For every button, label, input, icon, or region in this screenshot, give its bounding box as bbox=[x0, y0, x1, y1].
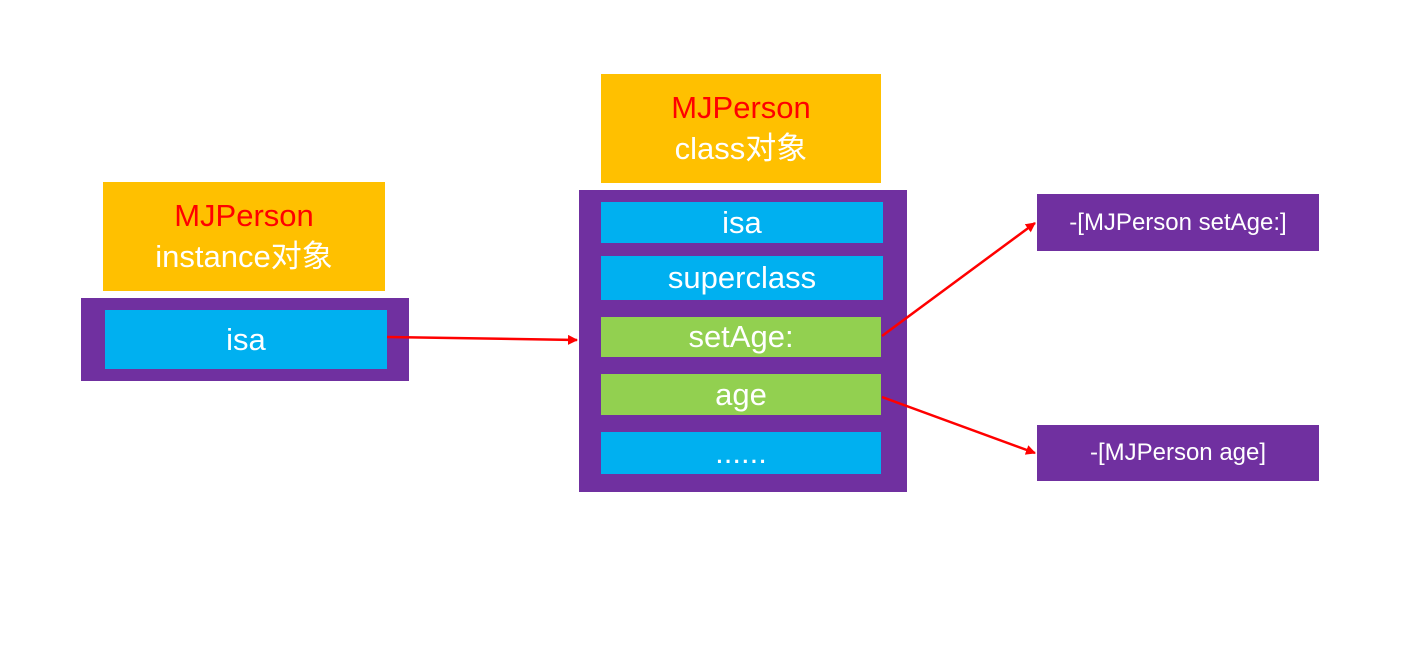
age-impl-arrow bbox=[881, 395, 1036, 455]
class-class-name: MJPerson bbox=[671, 90, 811, 126]
method-setage-box: -[MJPerson setAge:] bbox=[1037, 194, 1319, 251]
class-isa-label: isa bbox=[722, 204, 762, 240]
instance-isa-cell: isa bbox=[105, 310, 387, 369]
class-header: MJPerson class对象 bbox=[601, 74, 881, 183]
instance-frame: isa bbox=[81, 298, 409, 381]
class-setage-cell: setAge: bbox=[601, 317, 881, 357]
method-age-box: -[MJPerson age] bbox=[1037, 425, 1319, 481]
class-setage-label: setAge: bbox=[688, 319, 794, 354]
instance-class-name: MJPerson bbox=[174, 198, 314, 234]
class-more-label: ...... bbox=[715, 435, 767, 470]
class-age-label: age bbox=[715, 376, 767, 412]
class-frame: isa superclass setAge: age ...... bbox=[579, 190, 907, 492]
instance-kind-label: instance对象 bbox=[155, 238, 333, 274]
instance-header: MJPerson instance对象 bbox=[103, 182, 385, 291]
instance-isa-label: isa bbox=[226, 321, 266, 357]
method-age-label: -[MJPerson age] bbox=[1089, 439, 1267, 466]
class-superclass-label: superclass bbox=[667, 260, 817, 295]
setage-impl-arrow bbox=[881, 221, 1036, 338]
method-setage-label: -[MJPerson setAge:] bbox=[1069, 208, 1287, 236]
class-more-cell: ...... bbox=[601, 432, 881, 474]
class-kind-label: class对象 bbox=[674, 130, 808, 166]
class-age-cell: age bbox=[601, 374, 881, 415]
class-isa-cell: isa bbox=[601, 202, 883, 243]
class-superclass-cell: superclass bbox=[601, 256, 883, 300]
isa-pointer-arrow bbox=[386, 334, 578, 345]
